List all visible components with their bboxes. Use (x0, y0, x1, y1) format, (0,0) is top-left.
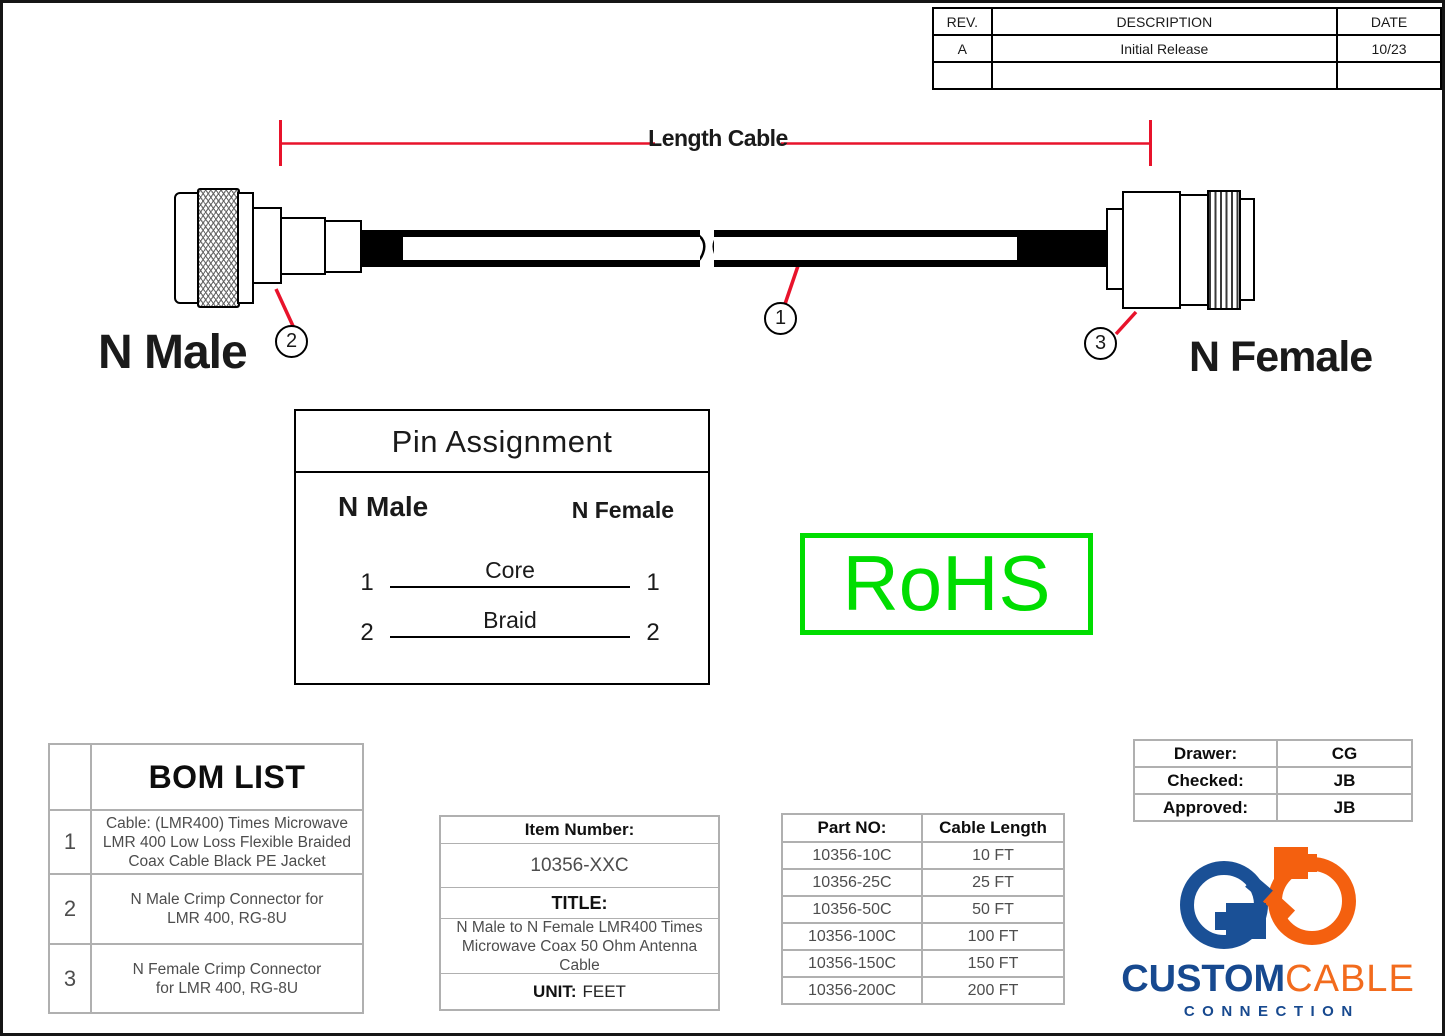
n-female-body (1122, 191, 1181, 309)
revision-table: REV. DESCRIPTION DATE A Initial Release … (932, 7, 1442, 90)
core-signal-label: Core (485, 557, 535, 583)
pin-assignment-female-header: N Female (571, 497, 674, 523)
rev-value: A (932, 34, 993, 63)
n-female-threads (1207, 190, 1241, 310)
revision-header-row: REV. DESCRIPTION DATE (932, 7, 1442, 36)
callout-1-number: 1 (774, 307, 787, 329)
length-cable-label: Length Cable (648, 125, 788, 151)
logo-cable-text: CABLE (1285, 958, 1415, 1000)
unit-label: UNIT: (533, 981, 577, 1001)
bom-row-3: 3 N Female Crimp Connector for LMR 400, … (48, 943, 364, 1014)
part-row: 10356-50C 50 FT (781, 895, 1065, 924)
part-row: 10356-25C 25 FT (781, 868, 1065, 897)
title-label: TITLE: (441, 888, 718, 919)
logo-wordmark: CUSTOMCABLE (1098, 960, 1438, 998)
approved-value: JB (1276, 793, 1413, 822)
description-header: DESCRIPTION (990, 7, 1339, 36)
checked-label: Checked: (1133, 766, 1278, 795)
cable-jacket-left (360, 230, 408, 267)
revision-empty-row (932, 61, 1442, 90)
part-row: 10356-10C 10 FT (781, 841, 1065, 870)
part-row: 10356-200C 200 FT (781, 976, 1065, 1005)
cable-segment-left (403, 230, 700, 267)
bom-item-3-desc: N Female Crimp Connector for LMR 400, RG… (90, 943, 364, 1014)
bom-item-3-no: 3 (48, 943, 92, 1014)
braid-left-pin: 2 (360, 619, 374, 646)
callout-2: 2 (275, 325, 308, 358)
custom-cable-logo-icon (1180, 847, 1356, 949)
item-number-value: 10356-XXC (441, 844, 718, 888)
callout-1: 1 (764, 302, 797, 335)
bom-row-1: 1 Cable: (LMR400) Times Microwave LMR 40… (48, 809, 364, 875)
logo-custom-text: CUSTOM (1121, 958, 1286, 1000)
rohs-badge: RoHS (800, 533, 1093, 635)
logo-blue-crossover (1245, 875, 1275, 904)
drawer-value: CG (1276, 739, 1413, 768)
item-info-box: Item Number: 10356-XXC TITLE: N Male to … (439, 815, 720, 1011)
pin-row-braid: 2 Braid 2 (356, 607, 664, 646)
logo-connection-text: CONNECTION (1183, 1003, 1360, 1020)
bom-row-2: 2 N Male Crimp Connector for LMR 400, RG… (48, 873, 364, 945)
logo-blue-connector-tab (1215, 912, 1226, 930)
bom-title: BOM LIST (90, 743, 364, 811)
cable-length-header: Cable Length (921, 813, 1065, 843)
part-row: 10356-150C 150 FT (781, 949, 1065, 978)
leader-line-3 (1114, 310, 1138, 336)
pin-row-core: 1 Core 1 (356, 557, 664, 596)
callout-3: 3 (1084, 327, 1117, 360)
logo-orange-connector (1274, 847, 1308, 879)
bom-item-1-desc: Cable: (LMR400) Times Microwave LMR 400 … (90, 809, 364, 875)
checked-row: Checked: JB (1133, 766, 1413, 795)
unit-row: UNIT: FEET (441, 974, 718, 1009)
n-male-step-2 (280, 217, 326, 275)
logo-orange-crossover (1262, 890, 1296, 922)
approved-row: Approved: JB (1133, 793, 1413, 822)
logo-orange-connector-tab (1308, 854, 1317, 872)
braid-signal-label: Braid (483, 607, 537, 633)
n-male-step-1 (252, 207, 282, 284)
part-number-table: Part NO: Cable Length 10356-10C 10 FT 10… (781, 813, 1065, 1005)
approval-table: Drawer: CG Checked: JB Approved: JB (1133, 739, 1413, 822)
n-male-step-3 (324, 220, 362, 273)
part-no-header: Part NO: (781, 813, 923, 843)
bom-item-1-no: 1 (48, 809, 92, 875)
core-right-pin: 1 (646, 569, 660, 596)
drawer-label: Drawer: (1133, 739, 1278, 768)
unit-value: FEET (582, 981, 626, 1001)
bom-table: BOM LIST 1 Cable: (LMR400) Times Microwa… (48, 743, 364, 1014)
bom-item-2-no: 2 (48, 873, 92, 945)
part-table-header-row: Part NO: Cable Length (781, 813, 1065, 843)
cable-segment-right (714, 230, 1019, 267)
title-value: N Male to N Female LMR400 Times Microwav… (441, 919, 718, 974)
n-male-knurl (197, 188, 240, 308)
logo-blue-connector (1226, 903, 1266, 939)
item-number-label: Item Number: (441, 817, 718, 844)
n-female-mid (1179, 194, 1209, 306)
n-female-cap (1239, 198, 1255, 301)
drawer-row: Drawer: CG (1133, 739, 1413, 768)
rev-header: REV. (932, 7, 993, 36)
cable-jacket-right (1017, 230, 1108, 267)
n-female-label: N Female (1189, 333, 1373, 381)
braid-right-pin: 2 (646, 619, 660, 646)
core-left-pin: 1 (360, 569, 374, 596)
pin-assignment-title: Pin Assignment (296, 411, 708, 473)
part-row: 10356-100C 100 FT (781, 922, 1065, 951)
revision-row: A Initial Release 10/23 (932, 34, 1442, 63)
bom-header-row: BOM LIST (48, 743, 364, 811)
leader-line-2 (274, 288, 295, 327)
callout-3-number: 3 (1094, 332, 1107, 354)
date-value: 10/23 (1336, 34, 1442, 63)
bom-item-2-desc: N Male Crimp Connector for LMR 400, RG-8… (90, 873, 364, 945)
description-value: Initial Release (990, 34, 1339, 63)
checked-value: JB (1276, 766, 1413, 795)
pin-assignment-box: Pin Assignment N Male N Female 1 Core 1 … (294, 409, 710, 685)
braid-wire: Braid (390, 602, 630, 638)
callout-2-number: 2 (285, 330, 298, 352)
n-male-label: N Male (98, 326, 248, 379)
core-wire: Core (390, 552, 630, 588)
date-header: DATE (1336, 7, 1442, 36)
pin-assignment-male-header: N Male (338, 491, 429, 522)
approved-label: Approved: (1133, 793, 1278, 822)
